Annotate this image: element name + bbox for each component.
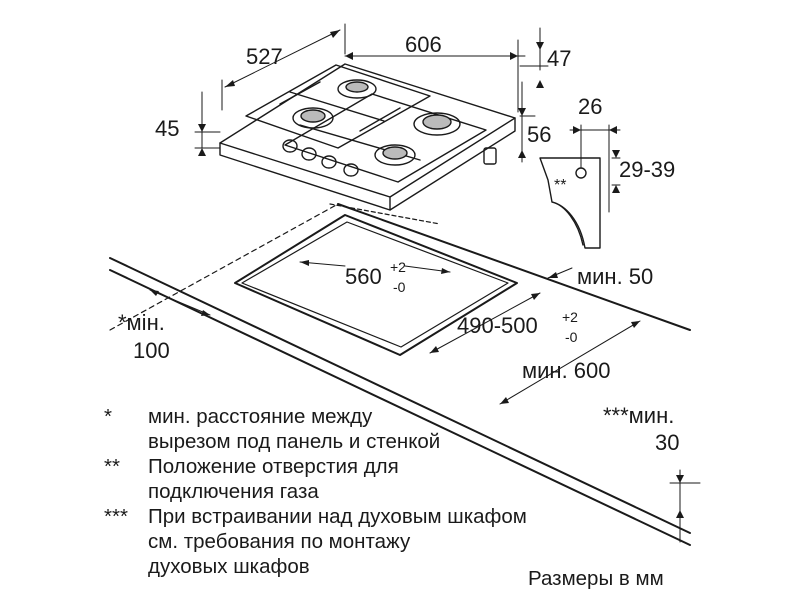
footnote-line: мин. расстояние между [148, 405, 373, 428]
gas-connector-stub [483, 147, 497, 165]
dimension-arrowheads [150, 30, 684, 518]
footnote-text: При встраивании над духовым шкафом см. т… [148, 504, 624, 579]
countertop [109, 203, 691, 546]
burner-front-right [374, 144, 416, 166]
cutout-opening [234, 214, 518, 356]
footnote-line: духовых шкафов [148, 555, 310, 578]
dim-top-offset: 47 [547, 46, 571, 71]
burner-rear-right [413, 112, 461, 136]
dim-cutout-depth: 490-500 +2 -0 [457, 309, 578, 345]
dim-hob-height: 45 [155, 116, 179, 141]
dim-gas-offset: 26 [578, 94, 602, 119]
footnote-line: вырезом под панель и стенкой [148, 430, 441, 453]
dim-min-bottom-value: 30 [655, 430, 679, 455]
footnote-line: подключения газа [148, 480, 319, 503]
footnote-mark: * [104, 405, 112, 428]
units-label: Размеры в мм [528, 567, 664, 590]
dim-cutout-width: 560 +2 -0 [345, 259, 406, 295]
dim-side-offset: 56 [527, 122, 551, 147]
dim-min-wall-label: *мін. [118, 310, 165, 335]
footnote-text: Положение отверстия для подключения газа [148, 454, 624, 504]
footnote: ** Положение отверстия для подключения г… [104, 454, 624, 504]
burner-rear-left [337, 79, 377, 99]
dim-cutout-width-tol-minus: -0 [393, 279, 406, 295]
footnote: *** При встраивании над духовым шкафом с… [104, 504, 624, 579]
footnote-mark: ** [104, 455, 120, 478]
dim-min-wall-value: 100 [133, 338, 170, 363]
footnote-line: см. требования по монтажу [148, 530, 411, 553]
burner-front-left [292, 107, 334, 129]
dim-min-bottom-label: ***мин. [603, 403, 674, 428]
dim-min-front: мин. 600 [522, 358, 611, 383]
dim-hob-depth: 527 [246, 44, 283, 69]
dim-hob-width: 606 [405, 32, 442, 57]
dim-gas-height: 29-39 [619, 157, 675, 182]
dim-cutout-depth-tol-plus: +2 [562, 309, 578, 325]
dimension-lines [149, 23, 701, 543]
hob-unit [219, 63, 516, 211]
dim-cutout-depth-tol-minus: -0 [565, 329, 578, 345]
footnote-mark: *** [104, 505, 128, 528]
gas-hole-marker: ** [554, 177, 566, 194]
gas-connection-detail [539, 124, 621, 249]
footnotes: * мин. расстояние между вырезом под пане… [104, 404, 624, 579]
dim-cutout-depth-value: 490-500 [457, 313, 538, 338]
control-knobs [282, 139, 359, 177]
dim-cutout-width-value: 560 [345, 264, 382, 289]
footnote-line: Положение отверстия для [148, 455, 399, 478]
dim-cutout-width-tol-plus: +2 [390, 259, 406, 275]
dim-min-back: мин. 50 [577, 264, 653, 289]
footnote: * мин. расстояние между вырезом под пане… [104, 404, 624, 454]
footnote-text: мин. расстояние между вырезом под панель… [148, 404, 624, 454]
footnote-line: При встраивании над духовым шкафом [148, 505, 527, 528]
